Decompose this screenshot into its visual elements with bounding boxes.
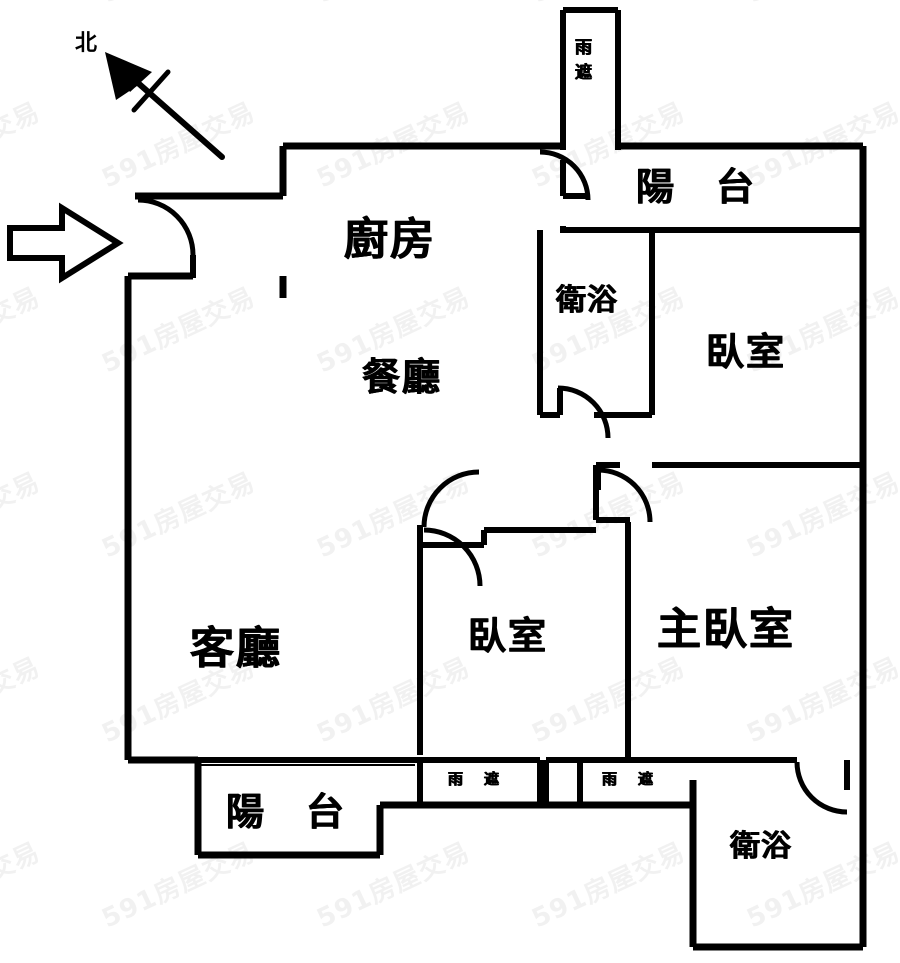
room-label-master-bedroom: 主臥室 <box>657 604 795 655</box>
wall-outer-shell <box>124 142 867 951</box>
wall-bedroom-top <box>593 462 863 520</box>
room-label-canopy-top: 雨遮 <box>571 38 591 88</box>
room-label-bath-upper: 衛浴 <box>556 283 618 318</box>
door-kitchen-balcony <box>539 149 591 201</box>
room-label-canopy-mid: 雨 遮 <box>602 770 657 788</box>
door-bedroom-mid-arc <box>423 527 483 587</box>
wall-bath-upper <box>537 230 655 418</box>
wall-canopy-row <box>128 757 693 808</box>
door-entrance <box>137 197 196 278</box>
room-label-dining: 餐廳 <box>362 355 443 399</box>
door-bath-lower <box>794 760 850 815</box>
entrance-arrow-icon <box>7 202 124 284</box>
wall-dining-hall <box>420 517 630 548</box>
wall-balcony-top <box>560 160 863 233</box>
room-label-kitchen: 廚房 <box>344 214 436 265</box>
room-label-balcony-bottom: 陽 台 <box>226 790 347 834</box>
door-hall <box>595 467 653 523</box>
wall-bedroom-mid <box>417 522 631 760</box>
room-label-bath-lower: 衛浴 <box>730 829 792 864</box>
room-label-bedroom-top: 臥室 <box>706 330 787 374</box>
north-arrow-icon <box>105 52 225 160</box>
wall-canopy-top <box>560 7 621 150</box>
room-label-canopy-left: 雨 遮 <box>448 770 503 788</box>
door-bath-upper <box>557 385 611 439</box>
door-bedroom-mid <box>421 469 480 528</box>
room-label-living: 客廳 <box>190 623 282 674</box>
compass-north-label: 北 <box>75 31 98 56</box>
room-label-balcony-top: 陽 台 <box>636 165 757 209</box>
room-label-bedroom-mid: 臥室 <box>468 614 549 658</box>
